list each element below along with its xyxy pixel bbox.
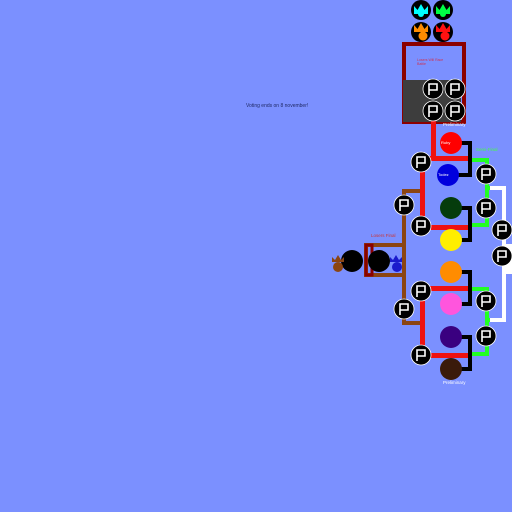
crown-icon-brown bbox=[332, 255, 344, 272]
flag-icon[interactable] bbox=[444, 78, 466, 100]
contestant-token[interactable] bbox=[440, 132, 462, 154]
flag-icon[interactable] bbox=[491, 219, 512, 241]
crown-icon-cyan bbox=[411, 0, 431, 20]
flag-icon[interactable] bbox=[410, 344, 432, 366]
flag-icon[interactable] bbox=[393, 298, 415, 320]
flag-icon[interactable] bbox=[491, 245, 512, 267]
loser-token[interactable] bbox=[368, 250, 390, 272]
contestant-token[interactable] bbox=[440, 293, 462, 315]
flag-icon[interactable] bbox=[422, 100, 444, 122]
flag-icon[interactable] bbox=[422, 78, 444, 100]
voting-notice: Voting ends on 8 november! bbox=[246, 103, 309, 109]
contestant-name-2: Todez bbox=[438, 172, 449, 177]
contestant-token[interactable] bbox=[440, 358, 462, 380]
crown-icon-blue bbox=[390, 255, 402, 272]
announcement-text: Losers Will Race Battle bbox=[417, 58, 444, 66]
contestant-token[interactable] bbox=[437, 164, 459, 186]
label-preliminary-bottom: Preliminary bbox=[443, 380, 466, 385]
crown-icon-orange bbox=[411, 22, 431, 42]
label-semi-final: Semi-Final bbox=[476, 147, 498, 152]
flag-icon[interactable] bbox=[475, 197, 497, 219]
contestant-token[interactable] bbox=[440, 229, 462, 251]
flag-icon[interactable] bbox=[475, 325, 497, 347]
flag-icon[interactable] bbox=[410, 215, 432, 237]
label-preliminary-top: Preliminary bbox=[443, 122, 466, 127]
announcement-box bbox=[406, 46, 462, 78]
contestant-name-1: Ruby bbox=[441, 140, 451, 145]
flag-icon[interactable] bbox=[410, 151, 432, 173]
contestant-token[interactable] bbox=[440, 261, 462, 283]
crown-icon-red bbox=[433, 22, 453, 42]
flag-icon[interactable] bbox=[475, 163, 497, 185]
flag-icon[interactable] bbox=[410, 280, 432, 302]
label-losers-final: Losers Final bbox=[371, 233, 396, 238]
crown-icon-green bbox=[433, 0, 453, 20]
flag-icon[interactable] bbox=[393, 194, 415, 216]
contestant-token[interactable] bbox=[440, 197, 462, 219]
loser-token[interactable] bbox=[341, 250, 363, 272]
flag-icon[interactable] bbox=[475, 290, 497, 312]
contestant-token[interactable] bbox=[440, 326, 462, 348]
flag-icon[interactable] bbox=[444, 100, 466, 122]
